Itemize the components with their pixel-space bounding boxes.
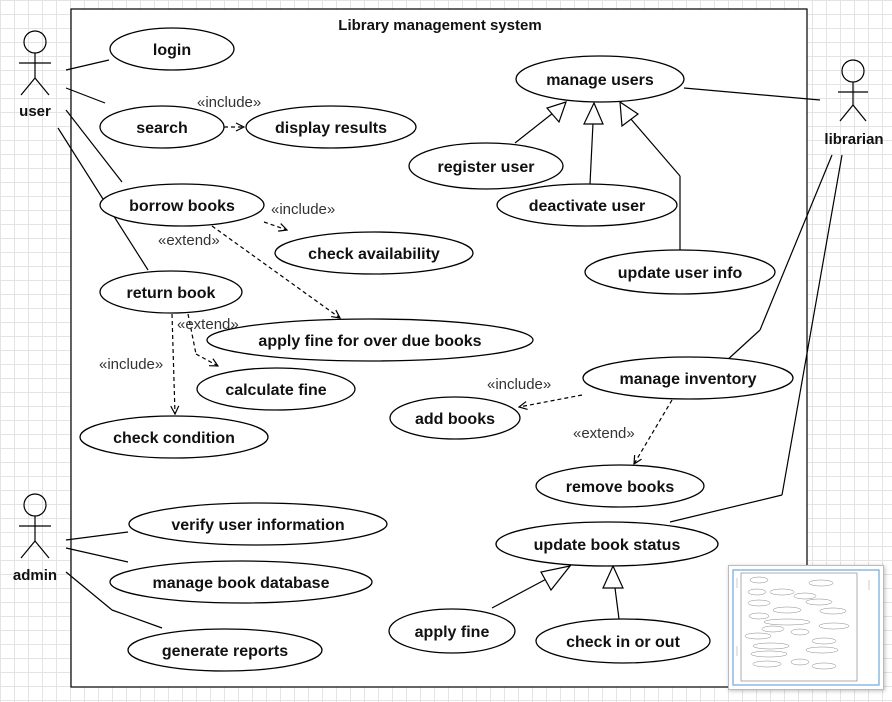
svg-text:login: login bbox=[153, 42, 191, 59]
use-case-check-condition[interactable]: check condition bbox=[79, 415, 269, 459]
actor-label-librarian: librarian bbox=[824, 131, 883, 148]
svg-text:update user info: update user info bbox=[618, 265, 743, 282]
include-label-return: «include» bbox=[99, 356, 163, 373]
use-case-update-book-status[interactable]: update book status bbox=[495, 521, 719, 567]
extend-label-inventory: «extend» bbox=[573, 425, 635, 442]
use-case-check-in-or-out[interactable]: check in or out bbox=[535, 618, 711, 664]
stick-figure-icon bbox=[838, 59, 868, 122]
actor-label-user: user bbox=[19, 103, 51, 120]
generalizations bbox=[491, 100, 681, 620]
minimap-thumbnail bbox=[732, 569, 880, 686]
use-case-generate-reports[interactable]: generate reports bbox=[127, 628, 323, 672]
svg-text:manage users: manage users bbox=[546, 72, 654, 89]
stick-figure-icon bbox=[19, 30, 51, 96]
svg-text:generate reports: generate reports bbox=[162, 643, 288, 660]
use-case-login[interactable]: login bbox=[109, 27, 235, 71]
include-label-search: «include» bbox=[197, 94, 261, 111]
stick-figure-icon bbox=[19, 493, 51, 559]
use-case-borrow-books[interactable]: borrow books bbox=[99, 183, 265, 227]
actor-label-admin: admin bbox=[13, 567, 57, 584]
use-case-return-book[interactable]: return book bbox=[99, 270, 243, 314]
use-case-apply-fine-overdue[interactable]: apply fine for over due books bbox=[206, 318, 534, 362]
svg-text:manage inventory: manage inventory bbox=[620, 371, 757, 388]
extend-label-return: «extend» bbox=[177, 316, 239, 333]
use-case-check-availability[interactable]: check availability bbox=[274, 231, 474, 275]
extend-label-borrow: «extend» bbox=[158, 232, 220, 249]
use-case-remove-books[interactable]: remove books bbox=[535, 464, 705, 508]
use-case-deactivate-user[interactable]: deactivate user bbox=[496, 183, 678, 227]
use-case-add-books[interactable]: add books bbox=[389, 396, 521, 440]
svg-text:display results: display results bbox=[275, 120, 387, 137]
use-case-update-user-info[interactable]: update user info bbox=[584, 249, 776, 295]
use-case-manage-inventory[interactable]: manage inventory bbox=[582, 356, 794, 400]
actor-admin[interactable]: admin bbox=[13, 493, 57, 584]
use-case-register-user[interactable]: register user bbox=[408, 142, 564, 190]
system-title: Library management system bbox=[338, 17, 541, 34]
actor-user[interactable]: user bbox=[19, 30, 51, 120]
svg-text:calculate fine: calculate fine bbox=[225, 382, 326, 399]
use-case-manage-users[interactable]: manage users bbox=[515, 55, 685, 103]
include-label-borrow: «include» bbox=[271, 201, 335, 218]
svg-text:manage book database: manage book database bbox=[153, 575, 330, 592]
use-case-search[interactable]: search bbox=[99, 105, 225, 149]
svg-text:borrow books: borrow books bbox=[129, 198, 235, 215]
use-case-apply-fine[interactable]: apply fine bbox=[388, 608, 516, 654]
use-case-display-results[interactable]: display results bbox=[245, 105, 417, 149]
svg-text:apply fine for over due books: apply fine for over due books bbox=[258, 333, 481, 350]
include-label-inventory: «include» bbox=[487, 376, 551, 393]
svg-text:return book: return book bbox=[127, 285, 216, 302]
svg-text:update book status: update book status bbox=[534, 537, 681, 554]
associations bbox=[57, 59, 843, 629]
use-case-manage-book-database[interactable]: manage book database bbox=[109, 560, 373, 604]
svg-text:register user: register user bbox=[438, 159, 535, 176]
svg-text:check in or out: check in or out bbox=[566, 634, 680, 651]
svg-text:add books: add books bbox=[415, 411, 495, 428]
svg-text:search: search bbox=[136, 120, 188, 137]
svg-text:check condition: check condition bbox=[113, 430, 235, 447]
dependencies bbox=[172, 127, 673, 464]
svg-text:apply fine: apply fine bbox=[415, 624, 490, 641]
use-case-calculate-fine[interactable]: calculate fine bbox=[196, 367, 356, 411]
actor-librarian[interactable]: librarian bbox=[824, 59, 884, 148]
svg-text:verify user information: verify user information bbox=[171, 517, 344, 534]
svg-text:remove books: remove books bbox=[566, 479, 675, 496]
svg-text:check availability: check availability bbox=[308, 246, 440, 263]
svg-text:deactivate user: deactivate user bbox=[529, 198, 646, 215]
minimap-panel[interactable] bbox=[728, 565, 884, 690]
use-case-verify-user-information[interactable]: verify user information bbox=[128, 502, 388, 546]
